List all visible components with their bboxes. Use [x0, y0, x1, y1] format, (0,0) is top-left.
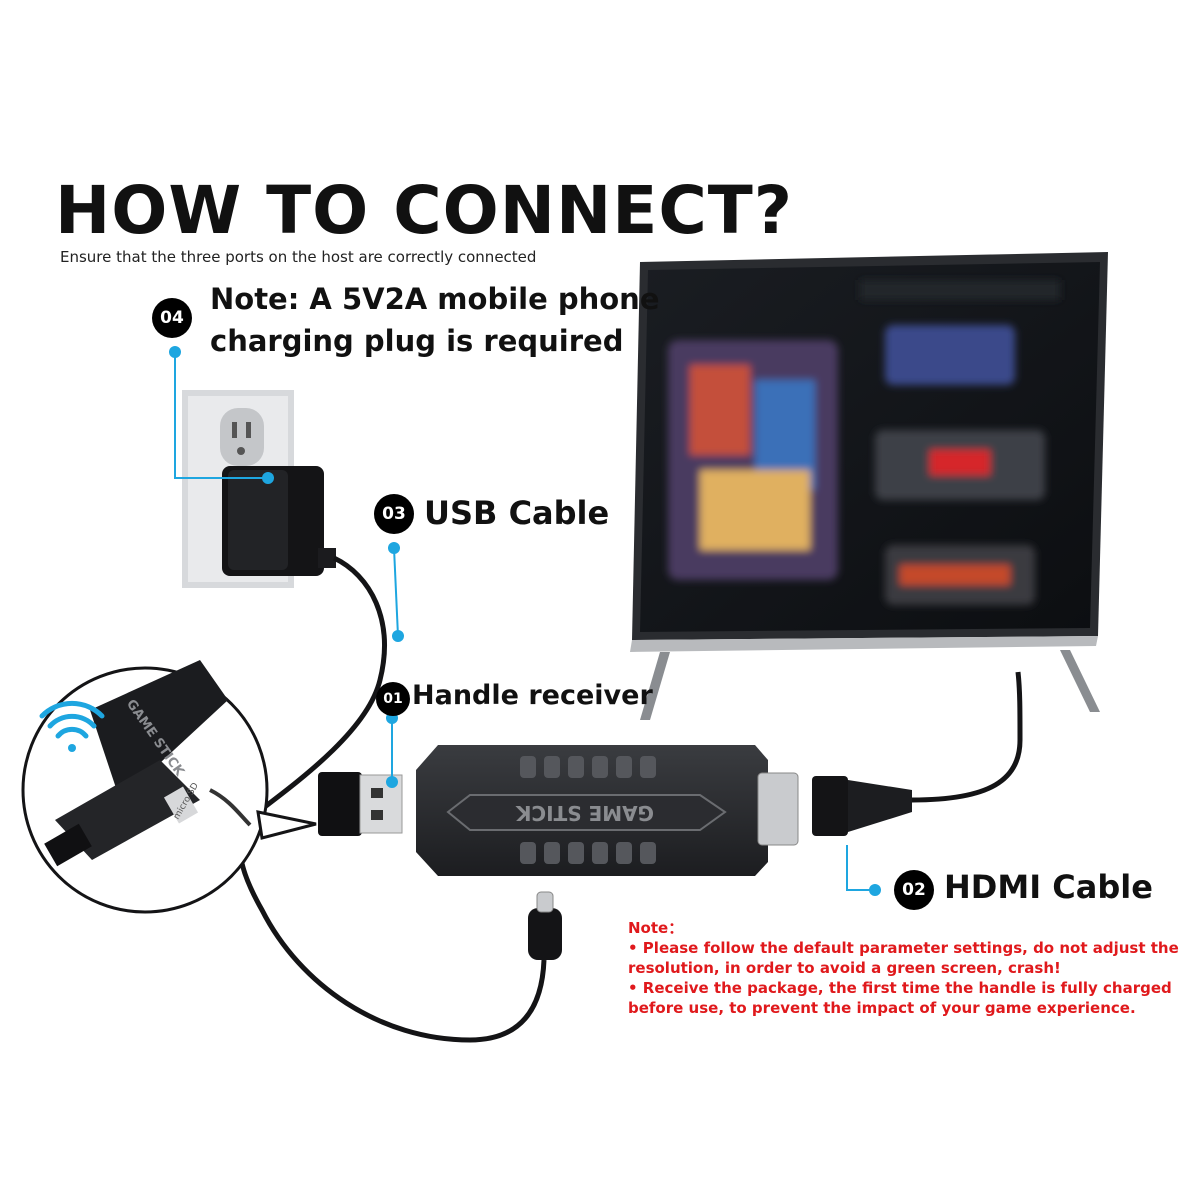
callout-dots: [169, 346, 881, 896]
callout-lines: [174, 352, 875, 891]
step-04-label-line2: charging plug is required: [210, 324, 624, 358]
page-title: HOW TO CONNECT?: [55, 172, 794, 249]
step-04-label: Note: A 5V2A mobile phone charging plug …: [210, 278, 660, 362]
usb-c-connector-image: [528, 891, 562, 960]
game-stick-brand-text: GAME STICK: [514, 801, 654, 825]
step-02-badge: 02: [894, 870, 934, 910]
wifi-icon: [39, 700, 105, 752]
notes-heading: Note：: [628, 919, 684, 937]
note-2-line1: • Receive the package, the first time th…: [628, 979, 1172, 997]
step-01-label: Handle receiver: [412, 680, 653, 711]
step-03-badge: 03: [374, 494, 414, 534]
note-2-line2: before use, to prevent the impact of you…: [628, 999, 1136, 1017]
step-01-badge: 01: [376, 682, 410, 716]
page-subtitle: Ensure that the three ports on the host …: [60, 248, 537, 266]
game-stick-image: [416, 745, 912, 876]
notes-panel: Note： • Please follow the default parame…: [628, 918, 1188, 1018]
step-02-label: HDMI Cable: [944, 868, 1153, 906]
usb-cable: [237, 555, 547, 1043]
note-1-line1: • Please follow the default parameter se…: [628, 939, 1179, 957]
tv-game-menu-blurred: [668, 280, 1060, 605]
charger-plug-image: [222, 466, 336, 576]
tv-image: [630, 252, 1108, 720]
inset-detail-circle: [21, 660, 317, 914]
note-1-line2: resolution, in order to avoid a green sc…: [628, 959, 1061, 977]
step-04-label-line1: Note: A 5V2A mobile phone: [210, 282, 660, 316]
step-04-badge: 04: [152, 298, 192, 338]
hdmi-cable: [911, 671, 1023, 803]
step-03-label: USB Cable: [424, 494, 610, 532]
